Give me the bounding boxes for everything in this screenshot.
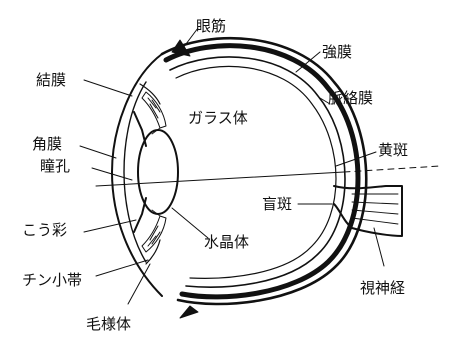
lens-shape: [138, 130, 178, 214]
choroid-line: [170, 57, 345, 287]
label-choroid: 脈絡膜: [328, 90, 373, 106]
label-cornea: 角膜: [32, 136, 62, 152]
label-zonule: チン小帯: [22, 272, 82, 288]
cornea-inner: [124, 82, 146, 262]
label-iris: こう彩: [22, 222, 67, 238]
sclera-band: [166, 46, 358, 297]
label-optic-nerve: 視神経: [360, 280, 405, 296]
label-conjunctiva: 結膜: [36, 72, 66, 88]
ciliary-body-upper: [142, 92, 166, 128]
zonule-fibers: [152, 128, 160, 216]
label-sclera: 強膜: [322, 44, 352, 60]
label-vitreous-body: ガラス体: [188, 110, 248, 126]
label-lens: 水晶体: [204, 234, 249, 250]
label-ciliary-body: 毛様体: [86, 316, 131, 332]
label-macula: 黄斑: [378, 142, 408, 158]
label-blind-spot: 盲斑: [262, 196, 292, 212]
visual-axis: [96, 172, 344, 186]
cornea-outline: [112, 54, 162, 296]
retina-line: [176, 66, 336, 278]
ciliary-body-lower: [142, 216, 166, 252]
label-pupil: 瞳孔: [40, 158, 70, 174]
label-ciliary-muscle: 眼筋: [196, 18, 226, 34]
